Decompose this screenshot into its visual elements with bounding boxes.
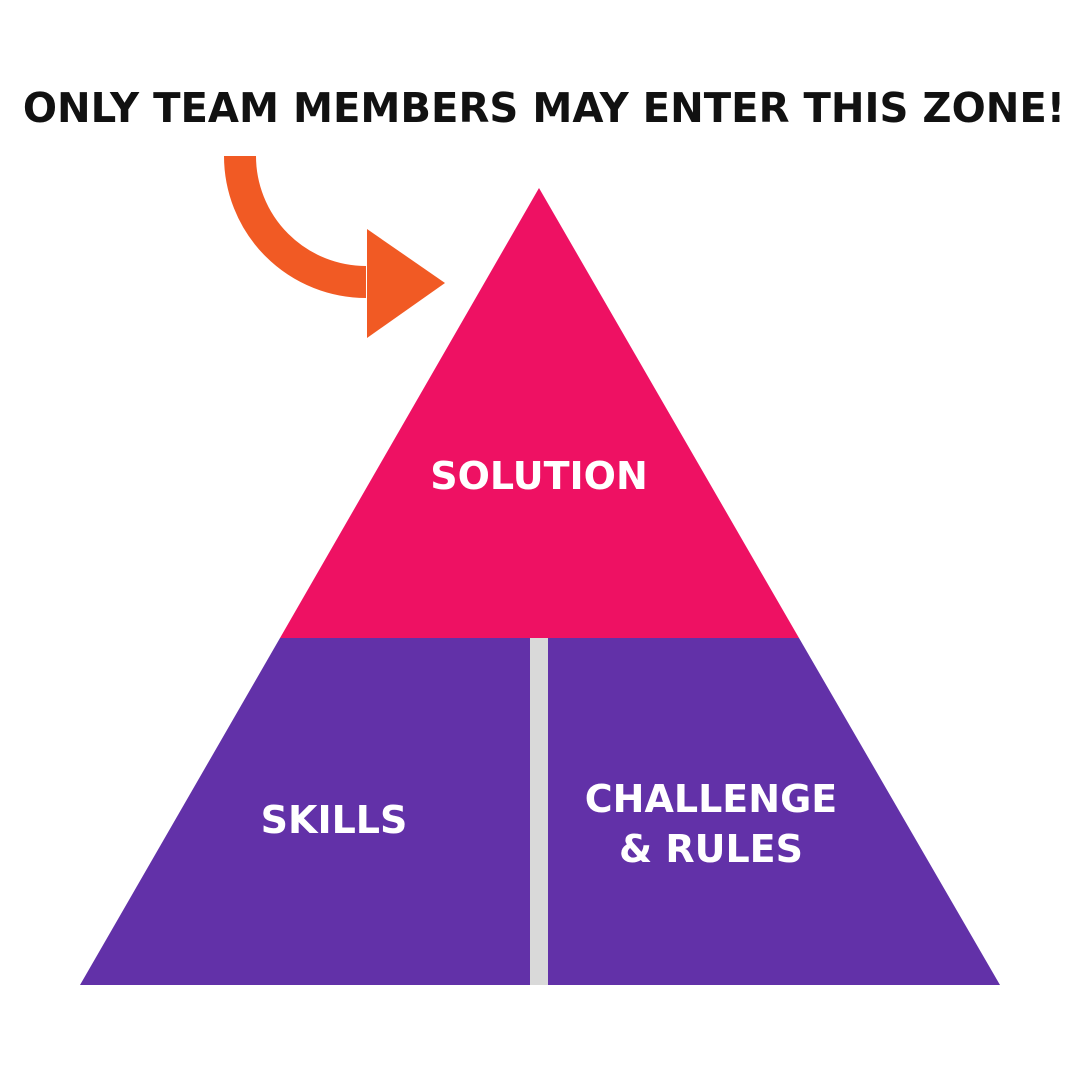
pyramid-bottom-left-tier: [80, 638, 530, 985]
solution-label: SOLUTION: [430, 454, 648, 498]
arrow-shaft: [224, 155, 367, 298]
arrow-head: [367, 229, 445, 338]
rules-label: & RULES: [619, 827, 803, 871]
pyramid-bottom-right-tier: [548, 638, 1000, 985]
pyramid-top-tier: [280, 188, 799, 638]
skills-label: SKILLS: [261, 798, 408, 842]
headline: ONLY TEAM MEMBERS MAY ENTER THIS ZONE!: [22, 84, 1066, 132]
challenge-label: CHALLENGE: [585, 777, 837, 821]
curved-arrow-icon: [224, 155, 445, 338]
pyramid-divider: [530, 638, 548, 985]
